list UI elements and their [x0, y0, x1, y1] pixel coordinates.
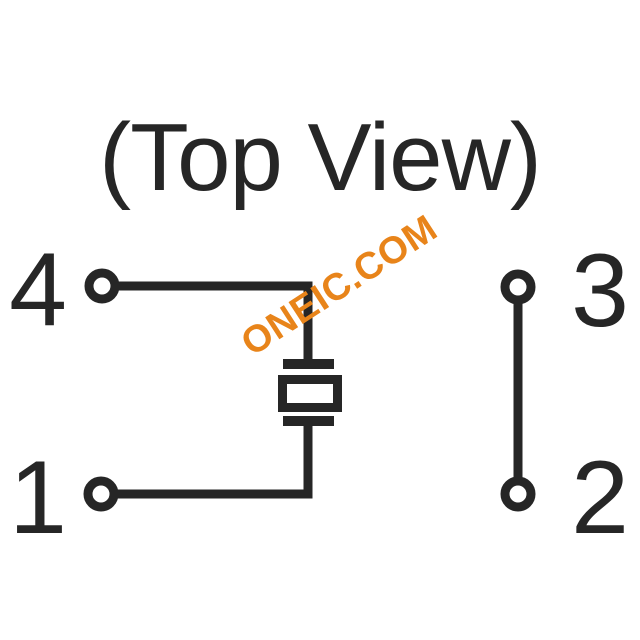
left-circuit-group — [83, 268, 342, 512]
pin-label-3: 3 — [571, 233, 629, 349]
crystal-body-rect — [278, 375, 342, 412]
crystal-bottom-electrode — [283, 416, 334, 426]
wire-pin4-to-crystal — [118, 281, 313, 359]
crystal-top-electrode — [283, 359, 334, 369]
terminal-pin-2[interactable] — [500, 476, 536, 512]
terminal-pin-4[interactable] — [84, 268, 120, 304]
crystal-resonator-symbol — [278, 359, 342, 426]
pin-label-4: 4 — [9, 232, 67, 348]
pin-label-1: 1 — [9, 440, 67, 556]
right-circuit-group — [500, 269, 536, 512]
terminal-pin-3[interactable] — [500, 269, 536, 305]
terminal-pin-1[interactable] — [83, 476, 119, 512]
pin-label-2: 2 — [571, 440, 629, 556]
page-title: (Top View) — [99, 104, 541, 211]
wire-crystal-to-pin1 — [117, 424, 313, 499]
